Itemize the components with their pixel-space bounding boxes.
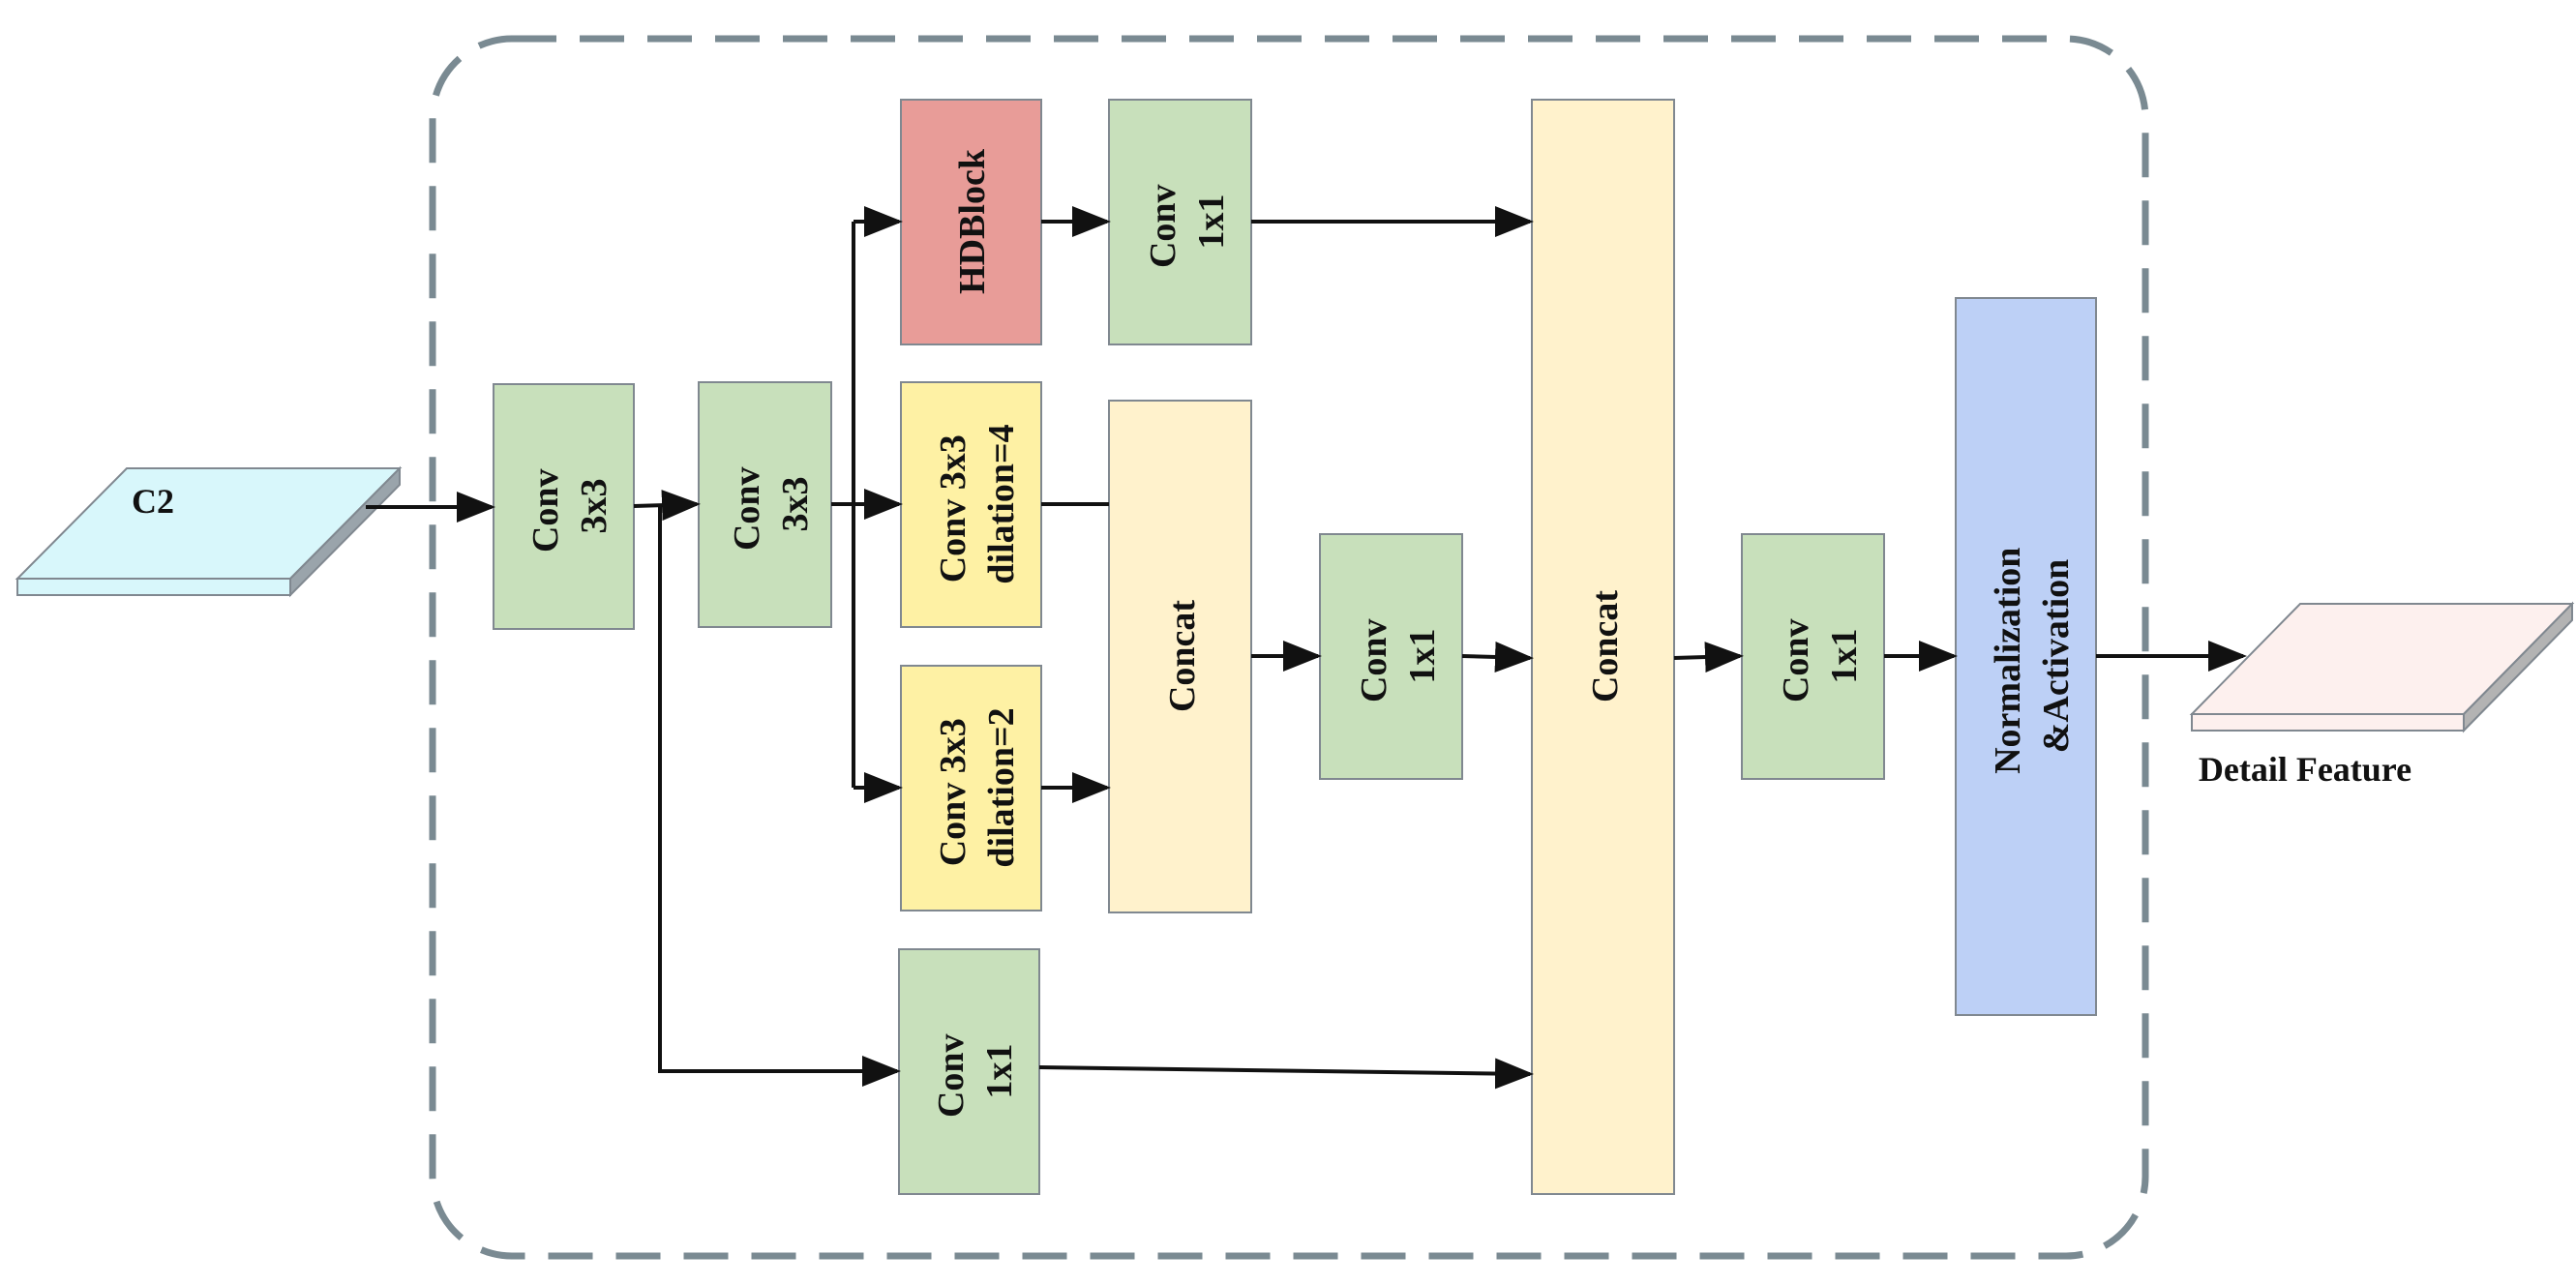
block-conv1x1-mid-line2: 1x1 (1402, 629, 1443, 684)
block-concat-main-label: Concat (1585, 590, 1626, 702)
connections (366, 206, 2247, 1090)
block-conv-dilation2-line1: Conv 3x3 (933, 718, 973, 866)
input-label: C2 (132, 482, 174, 521)
output-plane-side (2463, 601, 2573, 733)
block-conv-dilation4-line1: Conv 3x3 (933, 434, 973, 583)
block-conv1x1-final-label: Conv 1x1 (1776, 610, 1865, 702)
block-conv1x1-top-label: Conv 1x1 (1143, 175, 1232, 268)
block-conv1x1-top-box (1108, 99, 1252, 345)
output-plane-front (2191, 713, 2465, 732)
block-hdblock-line1: HDBlock (952, 148, 993, 294)
block-conv1x1-final-box (1741, 533, 1885, 780)
block-conv3x3-b-line2: 3x3 (775, 477, 816, 532)
block-conv3x3-a-label: Conv 3x3 (525, 460, 614, 553)
block-conv-dilation2-box (900, 665, 1042, 911)
block-conv3x3-a-line1: Conv (525, 468, 566, 553)
edge-skip-to-bottom-conv (658, 505, 901, 1087)
input-feature-plane: C2 (15, 465, 403, 598)
block-conv1x1-final-line2: 1x1 (1824, 629, 1865, 684)
block-concat-main-box (1531, 99, 1675, 1195)
block-conv1x1-mid-line1: Conv (1354, 618, 1394, 702)
block-concat-inner-line1: Concat (1162, 600, 1203, 712)
block-conv1x1-bottom: Conv 1x1 (898, 948, 1040, 1195)
block-conv-dilation4-line2: dilation=4 (981, 424, 1022, 583)
block-conv1x1-top-line2: 1x1 (1191, 194, 1232, 250)
block-norm-activation-line2: &Activation (2036, 559, 2077, 754)
block-concat-inner-label: Concat (1162, 600, 1203, 712)
input-plane-front (16, 578, 291, 596)
block-concat-inner-box (1108, 400, 1252, 913)
edge-conv1x1-bottom-to-concat-main (1038, 1058, 1534, 1090)
block-concat-main: Concat (1531, 99, 1675, 1195)
block-norm-activation-box (1955, 297, 2097, 1016)
block-conv1x1-final: Conv 1x1 (1741, 533, 1885, 780)
input-plane-top (15, 467, 403, 580)
edge-conv1x1-mid-to-concat-main (1461, 641, 1534, 672)
block-conv-dilation2-label: Conv 3x3 dilation=2 (933, 707, 1022, 867)
block-hdblock: HDBlock (900, 99, 1042, 345)
block-conv1x1-top: Conv 1x1 (1108, 99, 1252, 345)
module-dashed-boundary (429, 35, 2149, 1260)
edge-concat-main-to-conv1x1-final (1673, 642, 1744, 673)
block-conv1x1-bottom-line1: Conv (931, 1033, 972, 1118)
block-conv-dilation4-box (900, 381, 1042, 628)
block-conv3x3-a-line2: 3x3 (574, 479, 614, 534)
block-concat-inner: Concat (1108, 400, 1252, 913)
block-conv3x3-a-box (493, 383, 635, 630)
block-conv1x1-final-line1: Conv (1776, 618, 1816, 702)
output-plane-top (2189, 603, 2575, 715)
block-conv1x1-bottom-label: Conv 1x1 (931, 1025, 1020, 1118)
block-norm-activation-line1: Normalization (1988, 548, 2028, 774)
block-conv1x1-mid: Conv 1x1 (1319, 533, 1463, 780)
block-conv1x1-bottom-line2: 1x1 (979, 1044, 1020, 1099)
block-conv3x3-a: Conv 3x3 (493, 383, 635, 630)
block-conv-dilation4-label: Conv 3x3 dilation=4 (933, 424, 1022, 583)
output-label: Detail Feature (2199, 750, 2411, 789)
output-feature-plane: Detail Feature (2189, 601, 2575, 789)
block-concat-main-line1: Concat (1585, 590, 1626, 702)
block-conv1x1-mid-label: Conv 1x1 (1354, 610, 1443, 702)
block-conv3x3-b: Conv 3x3 (698, 381, 832, 628)
block-norm-activation: Normalization &Activation (1955, 297, 2097, 1016)
block-conv-dilation4: Conv 3x3 dilation=4 (900, 381, 1042, 628)
block-conv-dilation2-line2: dilation=2 (981, 707, 1022, 867)
block-conv1x1-top-line1: Conv (1143, 184, 1183, 268)
block-conv3x3-b-label: Conv 3x3 (727, 458, 816, 551)
block-conv-dilation2: Conv 3x3 dilation=2 (900, 665, 1042, 911)
block-norm-activation-label: Normalization &Activation (1988, 538, 2077, 774)
input-plane-side (289, 465, 401, 598)
block-conv3x3-b-line1: Conv (727, 466, 767, 551)
block-conv1x1-bottom-box (898, 948, 1040, 1195)
block-hdblock-label: HDBlock (952, 148, 993, 294)
edge-conv3x3a-to-conv3x3b (633, 490, 701, 522)
